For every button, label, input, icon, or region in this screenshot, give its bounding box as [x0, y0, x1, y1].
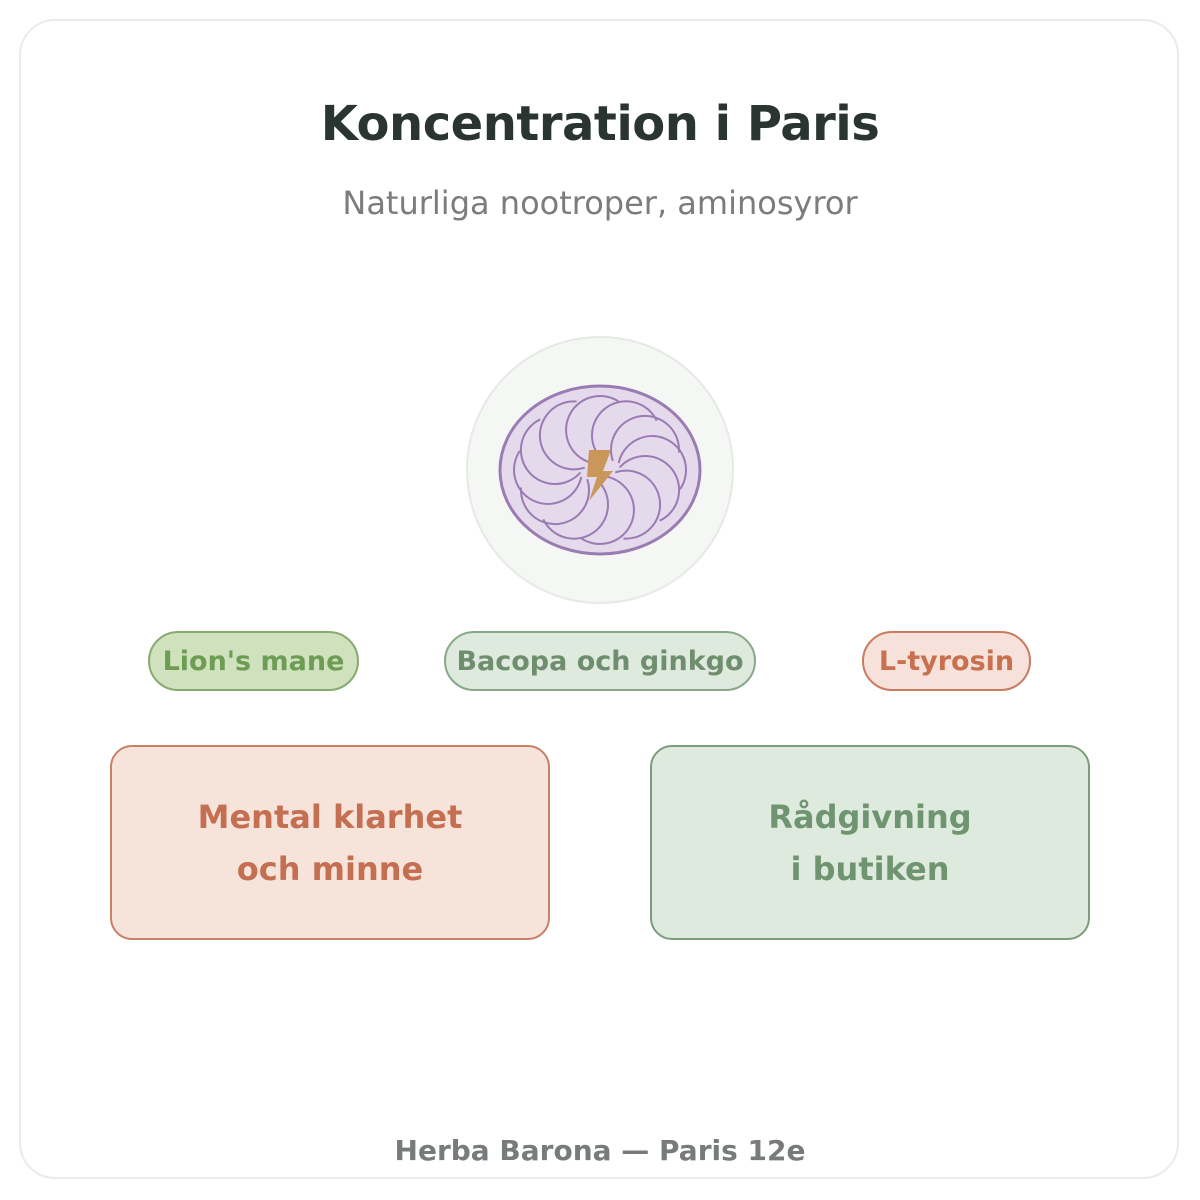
- brain-fold: [519, 418, 582, 485]
- footer-text: Herba Barona — Paris 12e: [394, 1134, 806, 1167]
- brain-fold: [610, 414, 680, 462]
- card-in-store-advice: Rådgivning i butiken: [650, 745, 1090, 940]
- brain-fold: [520, 478, 590, 526]
- tag-lions-mane: Lion's mane: [148, 631, 359, 691]
- page-title: Koncentration i Paris: [320, 96, 880, 152]
- card-mental-clarity-line2: och minne: [236, 849, 424, 888]
- brain-fold: [538, 400, 586, 471]
- brain-fold: [614, 469, 662, 540]
- brain-fold: [513, 450, 583, 505]
- brain-fold: [565, 395, 620, 465]
- brain-fold: [617, 435, 687, 490]
- brain-fold: [542, 478, 609, 540]
- lightning-bolt: [587, 450, 613, 501]
- brain-fold: [580, 475, 635, 545]
- brain-fold: [591, 400, 658, 462]
- brain-fold: [618, 455, 681, 522]
- brain-folds: [513, 395, 687, 545]
- page-subtitle: Naturliga nootroper, aminosyror: [342, 184, 858, 222]
- card-mental-clarity-line1: Mental klarhet: [197, 797, 463, 836]
- tag-bacopa-ginkgo: Bacopa och ginkgo: [444, 631, 756, 691]
- card-mental-clarity: Mental klarhet och minne: [110, 745, 550, 940]
- card-in-store-advice-line1: Rådgivning: [768, 797, 972, 836]
- card-in-store-advice-line2: i butiken: [790, 849, 950, 888]
- tag-l-tyrosin: L-tyrosin: [862, 631, 1031, 691]
- brain-with-lightning-icon: [466, 336, 734, 604]
